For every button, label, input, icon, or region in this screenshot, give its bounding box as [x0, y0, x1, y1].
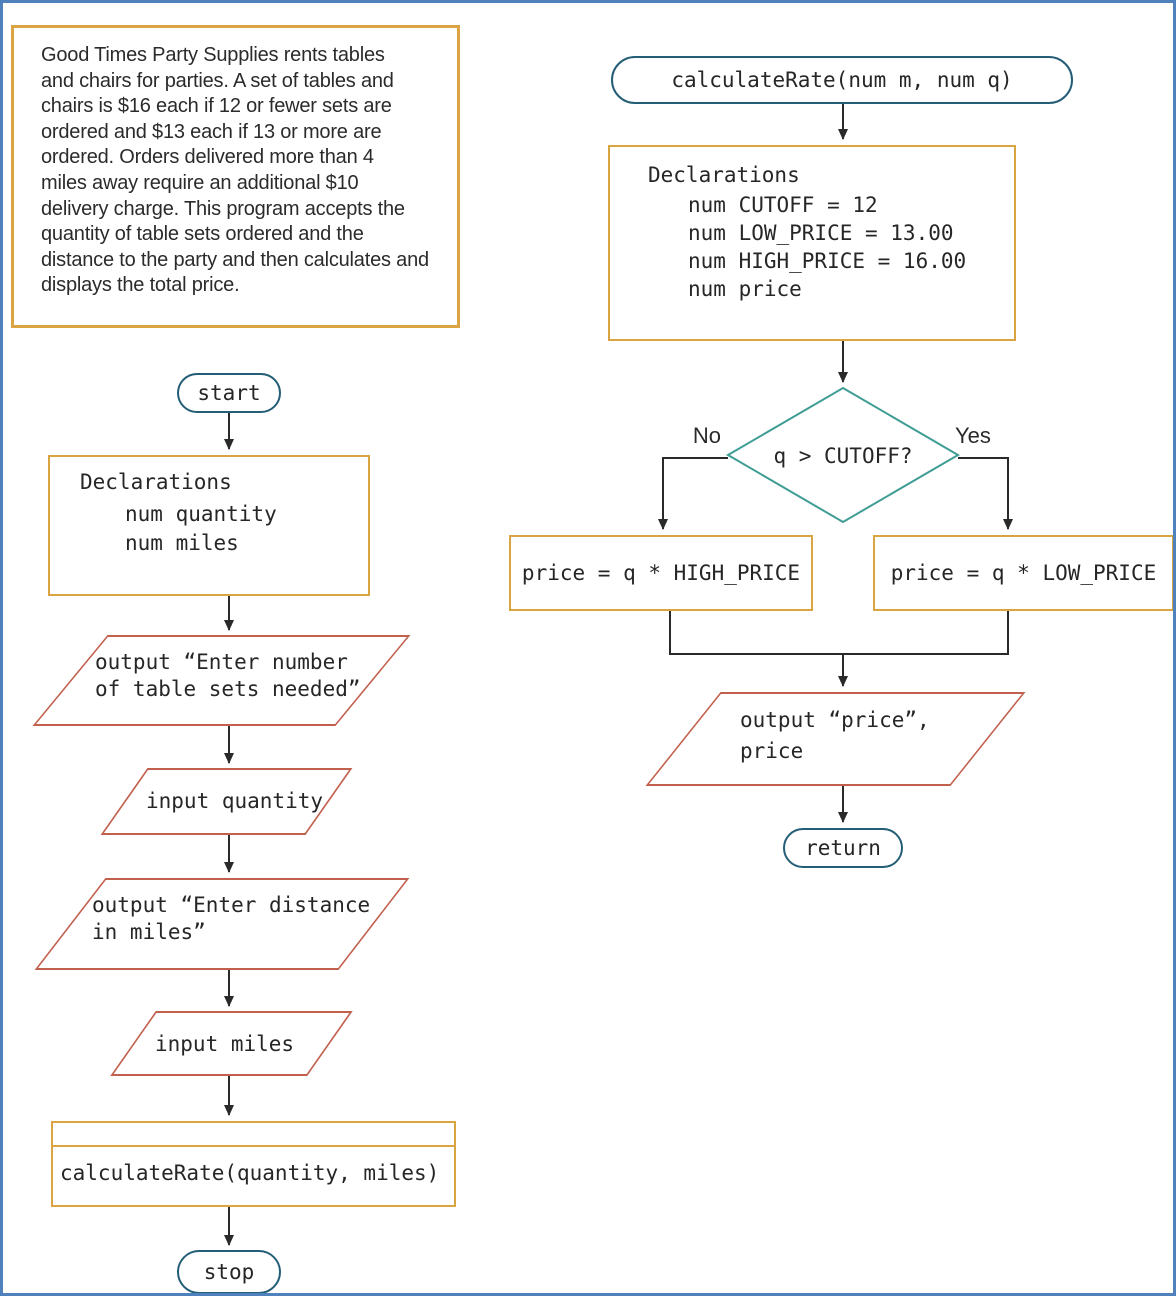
no-branch-assignment-box: price = q * HIGH_PRICE [509, 535, 813, 611]
start-label: start [197, 381, 261, 405]
function-declarations-var: num LOW_PRICE = 13.00 [688, 221, 954, 245]
function-header-terminal: calculateRate(num m, num q) [611, 56, 1073, 104]
return-label: return [805, 836, 881, 860]
call-box-header-strip [53, 1123, 454, 1147]
output-price-line2: price [740, 739, 804, 763]
connector-no-branch [658, 457, 728, 530]
main-declarations-box [48, 455, 370, 596]
call-calculate-rate-box [51, 1121, 456, 1207]
decision-condition-label: q > CUTOFF? [773, 444, 913, 468]
stop-label: stop [203, 1260, 255, 1284]
output-prompt-quantity-line2: of table sets needed” [95, 677, 361, 701]
problem-description-text: Good Times Party Supplies rents tables a… [41, 43, 429, 299]
output-prompt-miles-line1: output “Enter distance [92, 893, 371, 917]
return-terminal: return [783, 828, 903, 868]
description-line: ordered and $13 each if 13 or more are [41, 120, 382, 143]
output-price-text: output “price”, price [740, 705, 930, 767]
decision-no-label: No [692, 423, 721, 448]
output-prompt-miles-text: output “Enter distance in miles” [92, 892, 370, 946]
yes-branch-assignment-label: price = q * LOW_PRICE [890, 561, 1157, 585]
function-declarations-var: num CUTOFF = 12 [688, 193, 878, 217]
problem-description-box [11, 25, 460, 328]
function-declarations-var: num HIGH_PRICE = 16.00 [688, 249, 967, 273]
output-prompt-quantity-text: output “Enter number of table sets neede… [95, 649, 361, 703]
call-calculate-rate-label: calculateRate(quantity, miles) [60, 1161, 440, 1185]
description-line: quantity of table sets ordered and the [41, 223, 364, 246]
main-declarations-var: num quantity [125, 502, 277, 526]
connector-branch-merge [669, 611, 1009, 655]
output-prompt-quantity-line1: output “Enter number [95, 650, 348, 674]
function-header-label: calculateRate(num m, num q) [671, 68, 1013, 92]
description-line: and chairs for parties. A set of tables … [41, 69, 394, 92]
start-terminal: start [177, 373, 281, 413]
description-line: chairs is $16 each if 12 or fewer sets a… [41, 95, 392, 118]
description-line: delivery charge. This program accepts th… [41, 197, 405, 220]
description-line: ordered. Orders delivered more than 4 [41, 146, 374, 169]
description-line: Good Times Party Supplies rents tables [41, 44, 385, 66]
function-declarations-var: num price [688, 277, 802, 301]
connector-yes-branch [958, 457, 1013, 530]
output-prompt-miles-line2: in miles” [92, 920, 206, 944]
output-price-line1: output “price”, [740, 708, 930, 732]
stop-terminal: stop [177, 1250, 281, 1293]
description-line: miles away require an additional $10 [41, 171, 359, 194]
main-declarations-title: Declarations [80, 470, 232, 494]
function-declarations-box [608, 145, 1016, 341]
input-quantity-label: input quantity [146, 789, 324, 813]
no-branch-assignment-label: price = q * HIGH_PRICE [521, 561, 801, 585]
decision-yes-label: Yes [955, 423, 991, 448]
input-miles-label: input miles [155, 1032, 295, 1056]
description-line: displays the total price. [41, 274, 240, 297]
main-declarations-var: num miles [125, 531, 239, 555]
yes-branch-assignment-box: price = q * LOW_PRICE [873, 535, 1173, 611]
function-declarations-title: Declarations [648, 163, 800, 187]
description-line: distance to the party and then calculate… [41, 248, 429, 271]
